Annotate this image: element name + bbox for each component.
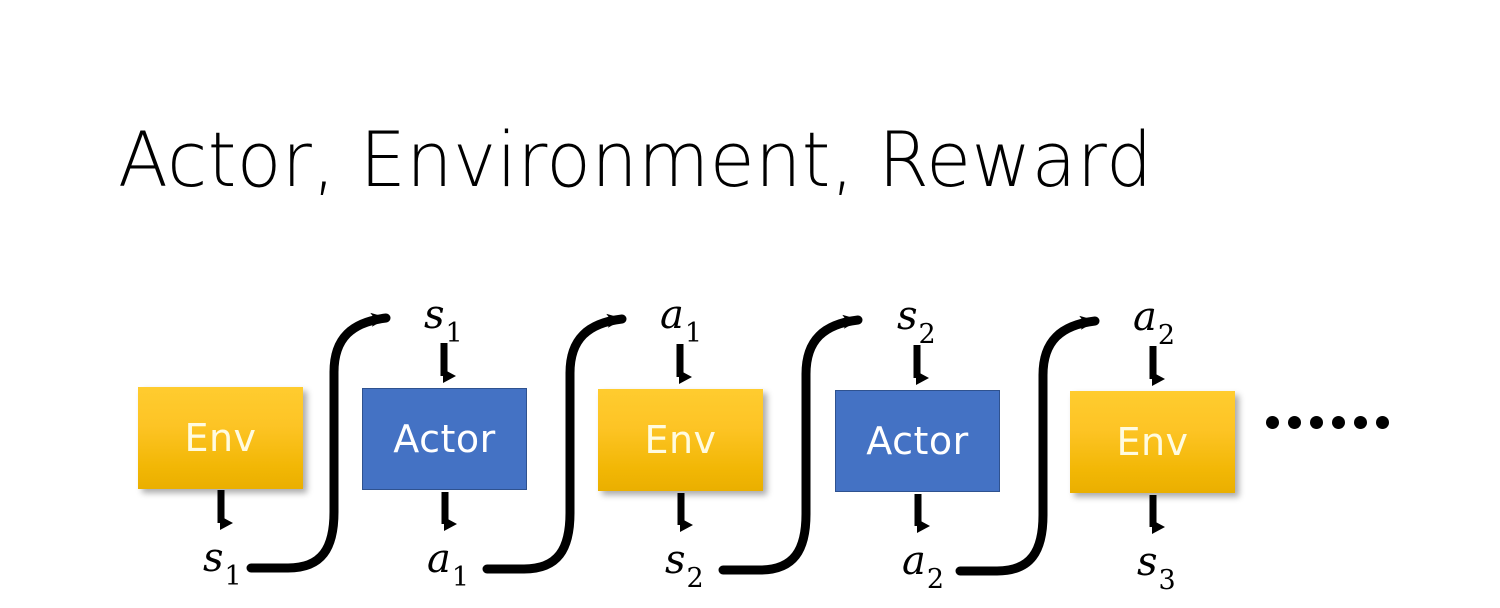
node-env-2[interactable]: Env [598,389,763,491]
label-subscript: 2 [918,319,936,350]
label-base: s [897,293,918,339]
ellipsis-dot [1266,416,1279,429]
node-label: Env [644,418,717,462]
label-action-a1-top: a1 [660,292,702,347]
label-state-s2-top: s2 [897,293,936,348]
node-actor-2[interactable]: Actor [835,390,1000,492]
ellipsis-dot [1310,416,1323,429]
label-base: s [665,537,686,583]
label-subscript: 1 [445,318,463,349]
label-base: a [1133,294,1157,340]
label-state-s1-bottom: s1 [203,535,242,590]
label-base: s [424,292,445,338]
vertical-arrows-out-of-boxes [217,490,1165,534]
label-base: s [203,535,224,581]
label-base: a [427,536,451,582]
label-subscript: 1 [224,561,242,592]
node-env-1[interactable]: Env [138,387,303,489]
label-subscript: 2 [686,563,704,594]
page-title: Actor, Environment, Reward [118,115,1153,204]
label-state-s1-top: s1 [424,292,463,347]
label-base: a [902,538,926,584]
label-subscript: 2 [1157,320,1176,351]
label-base: s [1137,539,1158,585]
label-action-a2-bottom: a2 [902,538,944,593]
label-subscript: 3 [1158,565,1176,596]
node-label: Env [1116,420,1189,464]
ellipsis-dot [1376,416,1389,429]
node-label: Actor [866,419,969,463]
node-label: Actor [393,417,496,461]
ellipsis-dot [1354,416,1367,429]
label-state-s2-bottom: s2 [665,537,704,592]
feedback-curves [246,312,1100,576]
label-action-a2-top: a2 [1133,294,1175,349]
node-actor-1[interactable]: Actor [362,388,527,490]
label-subscript: 2 [926,564,945,595]
node-env-3[interactable]: Env [1070,391,1235,493]
node-label: Env [184,416,257,460]
label-state-s3-bottom: s3 [1137,539,1176,594]
ellipsis-dot [1332,416,1345,429]
ellipsis-dot [1288,416,1301,429]
continuation-ellipsis [1266,416,1389,429]
label-action-a1-bottom: a1 [427,536,469,591]
label-subscript: 1 [451,562,470,593]
label-subscript: 1 [684,318,703,349]
vertical-arrows-into-boxes [440,343,1165,386]
label-base: a [660,292,684,338]
